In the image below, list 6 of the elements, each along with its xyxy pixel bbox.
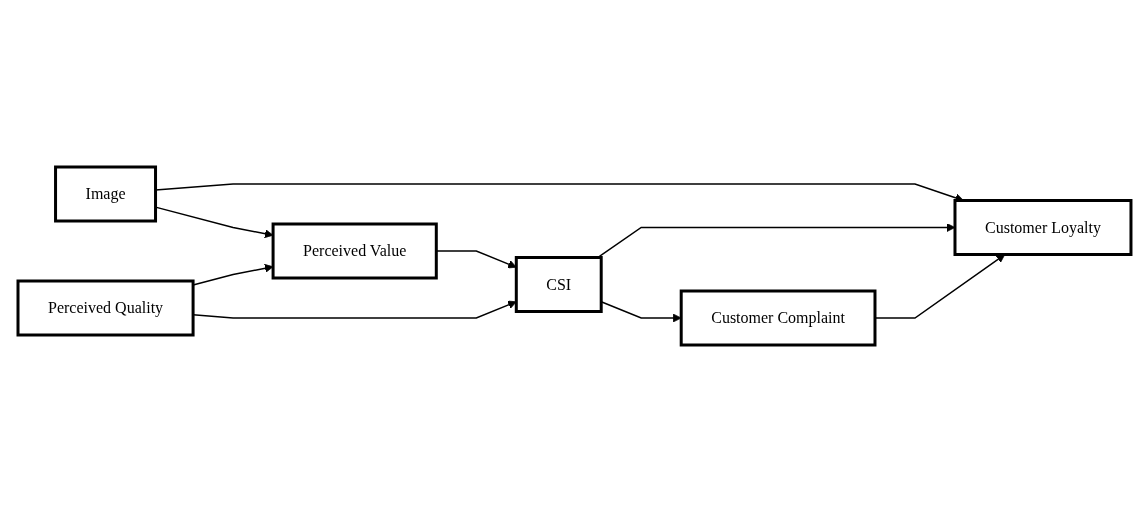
node-box: Perceived Value xyxy=(271,222,438,279)
node-box: Customer Complaint xyxy=(679,289,876,346)
node-box: Customer Loyalty xyxy=(953,198,1132,256)
node-box: Image xyxy=(53,165,157,222)
node-box: CSI xyxy=(514,255,603,313)
node-box: Perceived Quality xyxy=(16,279,195,336)
